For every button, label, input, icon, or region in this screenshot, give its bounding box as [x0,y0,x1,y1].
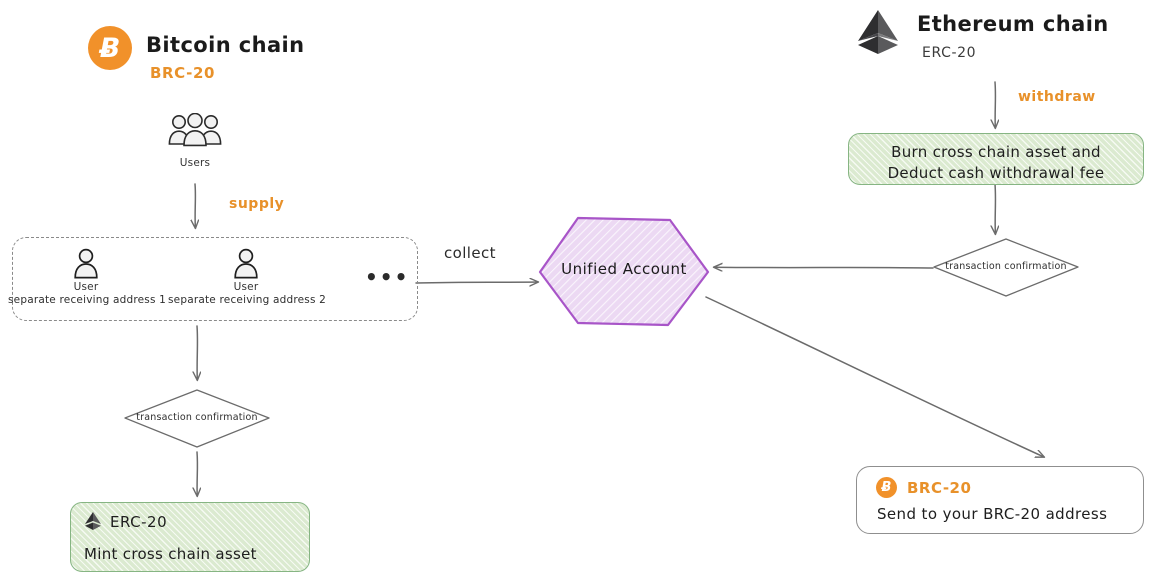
ethereum-logo-icon [85,512,101,530]
send-brc20-box [856,466,1144,534]
bitcoin-logo-icon: Ƀ [876,477,897,498]
burn-asset-box [848,133,1144,185]
arrow-collect-to-unified-account [415,282,538,283]
mint-asset-text: Mint cross chain asset [84,545,257,563]
bitcoin-glyph: Ƀ [881,480,892,495]
collect-edge-label: collect [444,244,496,262]
receiving-address-caption-1: separate receiving address 1 [8,294,167,306]
burn-asset-line-2: Deduct cash withdrawal fee [887,164,1105,182]
ethereum-logo-icon [858,10,898,54]
users-group-icon [168,113,222,147]
receiving-address-caption-2: separate receiving address 2 [168,294,327,306]
mint-asset-tag: ERC-20 [110,513,168,531]
mint-asset-box [70,502,310,572]
unified-account-node[interactable] [534,212,714,332]
receiving-addresses-group [12,237,418,321]
withdraw-edge-label: withdraw [1018,89,1096,105]
user-icon-label: User [233,281,259,293]
arrow-confirmation-to-unified-account [714,267,934,268]
transaction-confirmation-left [124,389,270,448]
supply-edge-label: supply [229,196,285,212]
send-brc20-text: Send to your BRC-20 address [877,505,1108,523]
arrow-unified-account-to-send [705,296,1044,457]
bitcoin-logo-icon: Ƀ [88,26,132,70]
bitcoin-glyph: Ƀ [99,32,121,64]
user-icon-label: User [73,281,99,293]
transaction-confirmation-right [933,238,1079,297]
addresses-ellipsis: ••• [365,265,410,289]
ethereum-chain-title: Ethereum chain [917,12,1109,36]
send-brc20-tag: BRC-20 [907,479,972,497]
burn-asset-line-1: Burn cross chain asset and [891,143,1101,161]
transaction-confirmation-right-label: transaction confirmation [945,261,1067,272]
user-icon [74,248,98,279]
transaction-confirmation-left-label: transaction confirmation [136,412,258,423]
user-icon [234,248,258,279]
unified-account-label: Unified Account [561,260,687,278]
users-label: Users [179,157,211,169]
bitcoin-chain-standard: BRC-20 [150,64,216,82]
ethereum-chain-standard: ERC-20 [922,45,977,61]
bitcoin-chain-title: Bitcoin chain [146,33,305,57]
